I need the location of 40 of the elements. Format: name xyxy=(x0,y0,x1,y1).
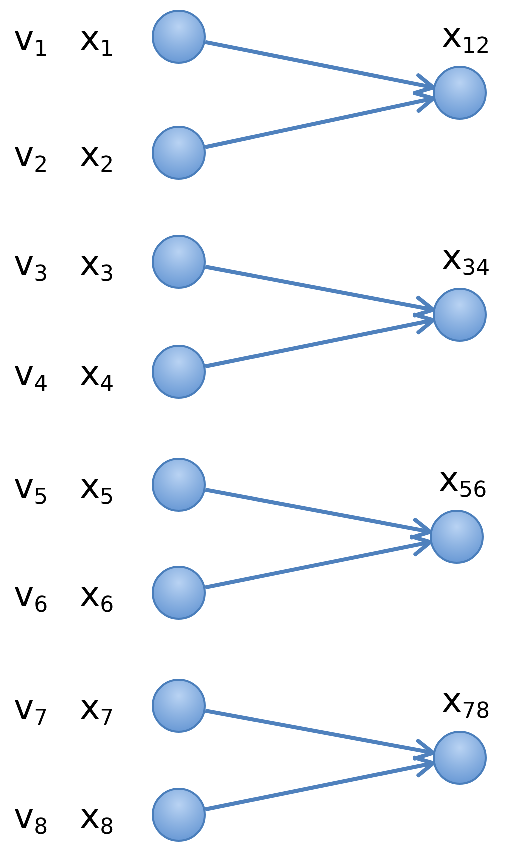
variable-label: x$_{4}$ xyxy=(80,356,114,396)
arrow xyxy=(205,488,432,540)
variable-label: v$_{3}$ xyxy=(14,246,48,286)
variable-label: x$_{3}$ xyxy=(80,246,114,286)
variable-label: x$_{1}$ xyxy=(80,22,114,60)
variable-label: x$_{5}$ xyxy=(80,470,114,508)
circle-node xyxy=(152,126,206,180)
variable-label: x$_{12}$ xyxy=(442,19,490,58)
variable-label: v$_{5}$ xyxy=(14,470,48,508)
arrow xyxy=(204,91,436,150)
circle-node xyxy=(433,731,487,785)
arrow xyxy=(205,756,436,812)
circle-node xyxy=(152,235,206,289)
variable-label: v$_{4}$ xyxy=(14,356,48,396)
variable-label: x$_{34}$ xyxy=(442,241,490,280)
circle-node xyxy=(152,458,206,512)
arrow xyxy=(205,534,433,590)
circle-node xyxy=(152,679,206,733)
variable-label: v$_{8}$ xyxy=(14,800,48,838)
arrow xyxy=(205,40,436,96)
circle-node xyxy=(152,10,206,64)
variable-label: x$_{78}$ xyxy=(442,684,490,723)
circle-node xyxy=(152,566,206,620)
variable-label: v$_{2}$ xyxy=(14,138,48,176)
variable-label: v$_{1}$ xyxy=(14,22,48,60)
variable-label: x$_{7}$ xyxy=(80,690,114,730)
arrow xyxy=(205,265,436,318)
circle-node xyxy=(433,66,487,120)
variable-label: x$_{8}$ xyxy=(80,800,114,838)
variable-label: v$_{7}$ xyxy=(14,690,48,730)
circle-node xyxy=(152,345,206,399)
variable-label: x$_{56}$ xyxy=(439,463,488,502)
circle-node xyxy=(430,510,484,564)
circle-node xyxy=(152,788,206,842)
variable-label: x$_{2}$ xyxy=(80,138,114,176)
arrow xyxy=(205,312,436,369)
arrow xyxy=(205,708,436,761)
variable-label: v$_{6}$ xyxy=(14,578,48,616)
variable-label: x$_{6}$ xyxy=(80,578,114,616)
circle-node xyxy=(433,288,487,342)
